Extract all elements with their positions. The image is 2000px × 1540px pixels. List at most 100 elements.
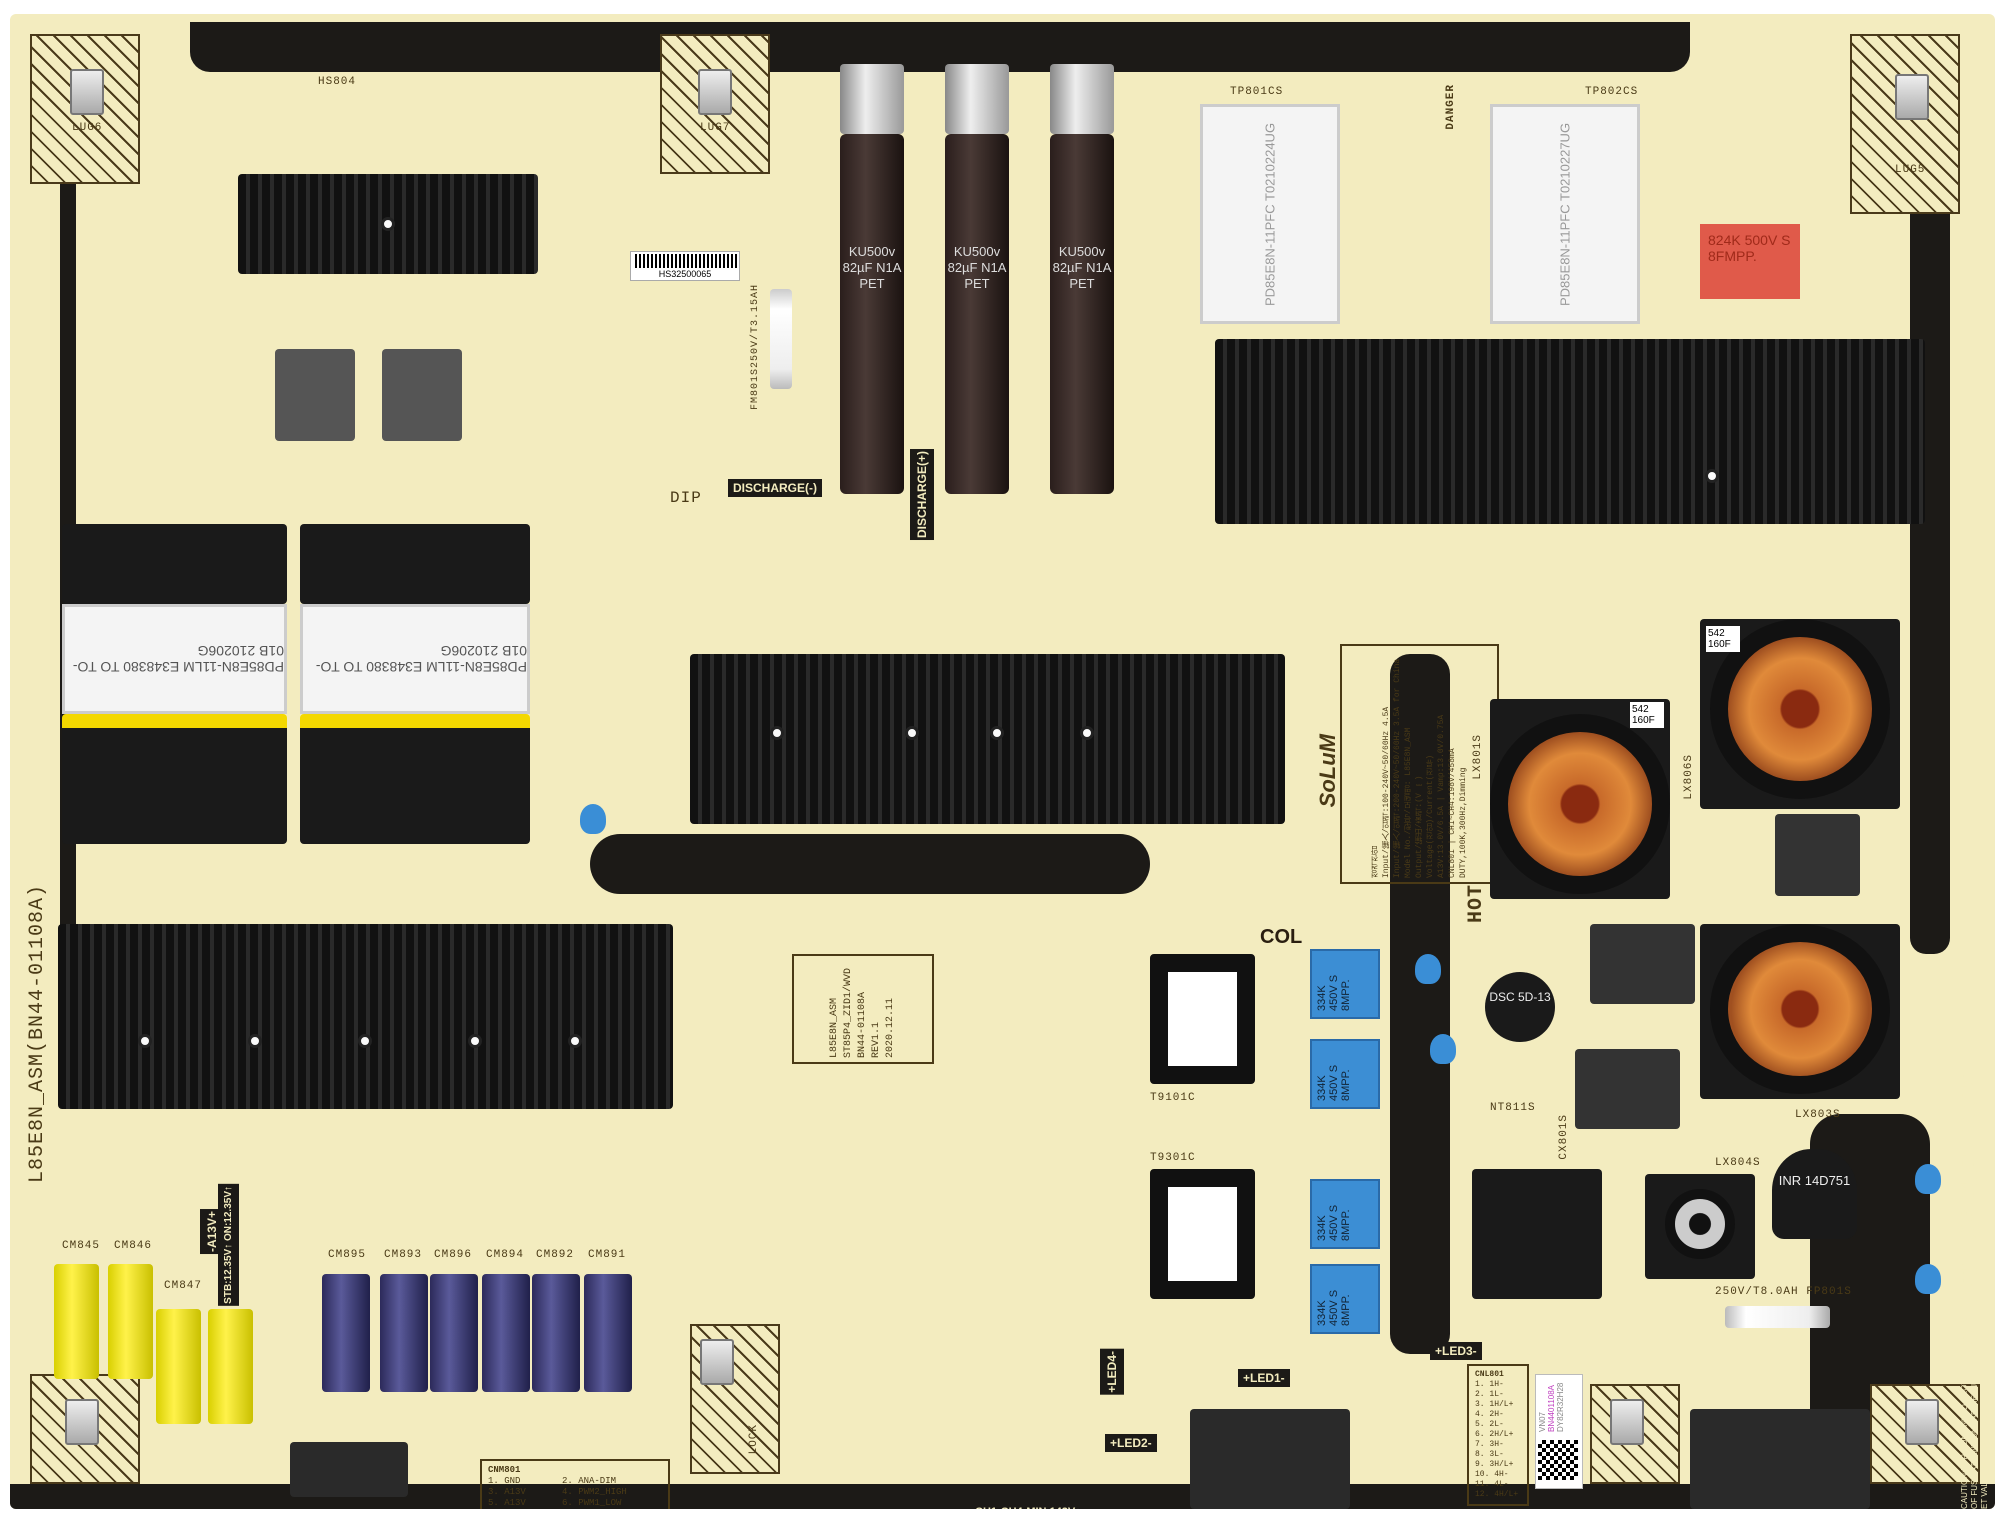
qr-label-text: VN07 BN4401108A DY82R32H28 bbox=[1538, 1382, 1565, 1432]
qm802cs-label: HS804 bbox=[318, 76, 357, 88]
discharge-neg-label: DISCHARGE(-) bbox=[728, 479, 822, 497]
qr-label: VN07 BN4401108A DY82R32H28 bbox=[1535, 1374, 1583, 1489]
cm846-label: CM846 bbox=[114, 1240, 153, 1252]
solum-brand: SoLuM bbox=[1315, 734, 1340, 808]
output-cap-cm893 bbox=[380, 1274, 428, 1392]
choke-lx803s bbox=[1710, 924, 1890, 1094]
fuse-fm801s-label: FM801S250V/T3.15AH bbox=[750, 284, 761, 411]
film-cap-c9301c: 334K 450V S 8MPP. bbox=[1310, 1179, 1380, 1249]
film-cap-c9101c: 334K 450V S 8MPP. bbox=[1310, 949, 1380, 1019]
ac-inlet-cn801s[interactable] bbox=[1690, 1409, 1870, 1509]
pfc-transformer-2: PD85E8N-11PFC T0210227UG bbox=[1490, 104, 1640, 324]
stb-label: STB:12.35V↑ ON:12.35V↑ bbox=[218, 1184, 239, 1306]
aux-cap-cm848 bbox=[208, 1309, 253, 1424]
trace-mid-left bbox=[590, 834, 1150, 894]
dip-label: DIP bbox=[670, 489, 702, 507]
heatsink-hs802 bbox=[238, 174, 538, 274]
lug7-label: LUG7 bbox=[700, 122, 731, 134]
choke-tag-1: 542 160F bbox=[1630, 702, 1664, 728]
screw bbox=[905, 726, 919, 740]
cm891-label: CM891 bbox=[588, 1249, 627, 1261]
aux-cap-cm845 bbox=[54, 1264, 99, 1379]
relay-rl801s bbox=[1472, 1169, 1602, 1299]
aux-cap-cm847 bbox=[156, 1309, 201, 1424]
pcb-board: LUG6 LUG7 LUG5 LOCK HS804 HS32500065 FM8… bbox=[10, 14, 1995, 1509]
led4-label: +LED4- bbox=[1100, 1349, 1124, 1395]
cold-label: COL bbox=[1260, 926, 1303, 948]
trace-iso-divider bbox=[1390, 654, 1450, 1354]
cm893-label: CM893 bbox=[384, 1249, 423, 1261]
varistor-vx801s: INR 14D751 bbox=[1772, 1149, 1857, 1239]
cm845-label: CM845 bbox=[62, 1240, 101, 1252]
led2-label: +LED2- bbox=[1105, 1434, 1157, 1452]
lug7 bbox=[698, 69, 732, 115]
film-cap-c9201c: 334K 450V S 8MPP. bbox=[1310, 1039, 1380, 1109]
choke-tag-2: 542 160F bbox=[1706, 626, 1740, 652]
main-transformer-1: PD85E8N-11LM E348380 TO TO-01B 210206G bbox=[62, 604, 287, 714]
inductor-cm811s bbox=[275, 349, 355, 441]
cm847-label: CM847 bbox=[164, 1280, 203, 1292]
y-capacitor-cy802s bbox=[1915, 1264, 1941, 1294]
barcode-label: HS32500065 bbox=[630, 251, 740, 281]
hot-label: HOT bbox=[1465, 884, 1488, 924]
lug6 bbox=[70, 69, 104, 115]
screw bbox=[381, 217, 395, 231]
lock-label: LOCK bbox=[748, 1424, 760, 1455]
bulk-cap-2: KU500v 82µF N1A PET bbox=[945, 64, 1009, 494]
screw bbox=[248, 1034, 262, 1048]
led3-label: +LED3- bbox=[1430, 1342, 1482, 1360]
output-cap-cm895 bbox=[322, 1274, 370, 1392]
lx803s-label: LX803S bbox=[1795, 1109, 1841, 1121]
cm894-label: CM894 bbox=[486, 1249, 525, 1261]
screw bbox=[468, 1034, 482, 1048]
model-number-vertical: L85E8N_ASM(BN44-01108A) bbox=[26, 884, 49, 1184]
x-capacitor-1 bbox=[1590, 924, 1695, 1004]
cx803s-cap bbox=[1775, 814, 1860, 896]
barcode-text: HS32500065 bbox=[658, 269, 712, 279]
lug5-label: LUG5 bbox=[1895, 164, 1926, 176]
bulk-cap-1: KU500v 82µF N1A PET bbox=[840, 64, 904, 494]
caution-text: CAUTION:FOR CONTINUED PROTECTION AGAINST… bbox=[1960, 1071, 1989, 1509]
cx801s-label: CX801S bbox=[1558, 1114, 1570, 1160]
pfc-transformer-1: PD85E8N-11PFC T0210224UG bbox=[1200, 104, 1340, 324]
heatsink-hs804 bbox=[58, 924, 673, 1109]
screw bbox=[770, 726, 784, 740]
tp802cs-label: TP802CS bbox=[1585, 86, 1639, 98]
connector-cnm801[interactable] bbox=[290, 1442, 408, 1497]
tp801cs-label: TP801CS bbox=[1230, 86, 1284, 98]
main-transformer-2-core-bottom bbox=[300, 714, 530, 844]
film-cap-c9401c: 334K 450V S 8MPP. bbox=[1310, 1264, 1380, 1334]
heatsink-hs803 bbox=[690, 654, 1285, 824]
t9101c-label: T9101C bbox=[1150, 1092, 1196, 1104]
lug5 bbox=[1895, 74, 1929, 120]
y-capacitor-cy801s bbox=[1430, 1034, 1456, 1064]
lx806s-label: LX806S bbox=[1683, 754, 1695, 800]
led-transformer-t9301c bbox=[1150, 1169, 1255, 1299]
nt811s-label: NT811S bbox=[1490, 1102, 1536, 1114]
lug1 bbox=[1905, 1399, 1939, 1445]
connector-cnl801[interactable] bbox=[1190, 1409, 1350, 1509]
main-transformer-1-core-bottom bbox=[62, 714, 287, 844]
lug5-zone bbox=[1850, 34, 1960, 214]
choke-lx801s bbox=[1490, 714, 1670, 894]
lx801s-label: LX801S bbox=[1472, 734, 1484, 780]
output-cap-cm896 bbox=[430, 1274, 478, 1392]
screw bbox=[568, 1034, 582, 1048]
bulk-cap-3: KU500v 82µF N1A PET bbox=[1050, 64, 1114, 494]
y-capacitor-cy804s bbox=[1915, 1164, 1941, 1194]
aux-cap-cm846 bbox=[108, 1264, 153, 1379]
inductor-cm812s bbox=[382, 349, 462, 441]
output-cap-cm894 bbox=[482, 1274, 530, 1392]
x-capacitor-cx801s bbox=[1575, 1049, 1680, 1129]
main-transformer-2-core-top bbox=[300, 524, 530, 604]
fuse-fp801s bbox=[1725, 1306, 1830, 1328]
y-capacitor-cy803s bbox=[1415, 954, 1441, 984]
output-cap-cm891 bbox=[584, 1274, 632, 1392]
thermistor-nt811s: DSC 5D-13 bbox=[1485, 972, 1555, 1042]
lug6-label: LUG6 bbox=[72, 122, 103, 134]
danger-label-top: DANGER bbox=[1445, 84, 1457, 130]
discharge-pos-label: DISCHARGE(+) bbox=[910, 449, 934, 541]
ch-min-voltage-label: CH1-CH4:MIN 142V↑ bbox=[970, 1504, 1086, 1509]
